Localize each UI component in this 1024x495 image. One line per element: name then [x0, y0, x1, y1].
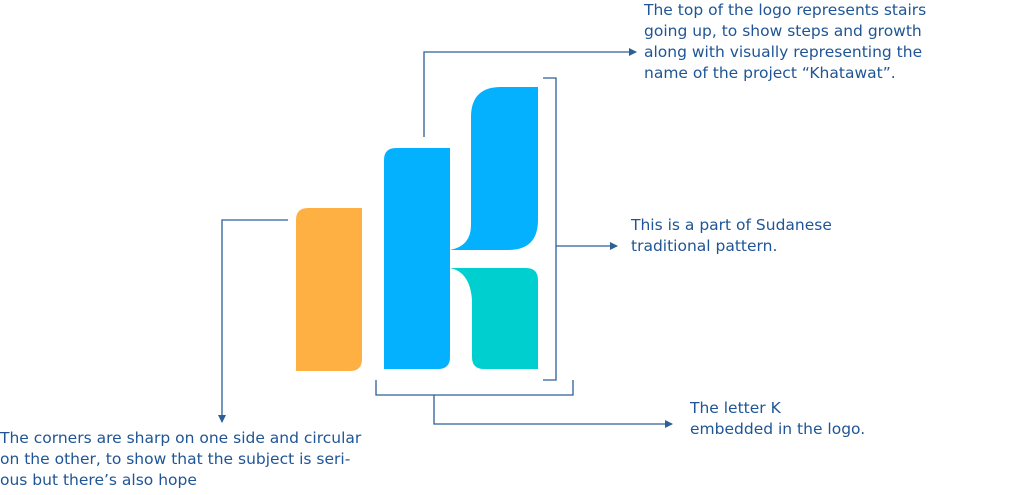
letter-bracket [375, 380, 574, 396]
blue-step [450, 87, 538, 250]
stairs-connector [423, 48, 637, 137]
orange-bar [296, 208, 362, 371]
text-line: along with visually representing the [644, 43, 923, 61]
text-line: This is a part of Sudanese [631, 216, 832, 234]
blue-bar [384, 148, 450, 369]
text-line: ous but there’s also hope [0, 471, 197, 489]
text-line: The letter K [690, 399, 781, 417]
letter-connector [433, 395, 673, 428]
letter-k-annotation: The letter K embedded in the logo. [690, 398, 865, 440]
text-line: name of the project “Khatawat”. [644, 64, 896, 82]
text-line: going up, to show steps and growth [644, 22, 922, 40]
text-line: The top of the logo represents stairs [644, 1, 927, 19]
corners-annotation: The corners are sharp on one side and ci… [0, 428, 361, 491]
text-line: embedded in the logo. [690, 420, 866, 438]
teal-block [450, 268, 538, 369]
text-line: traditional pattern. [631, 237, 778, 255]
corners-connector [218, 219, 288, 423]
text-line: The corners are sharp on one side and ci… [0, 429, 362, 447]
pattern-bracket [543, 77, 557, 381]
text-line: on the other, to show that the subject i… [0, 450, 351, 468]
stairs-annotation: The top of the logo represents stairs go… [644, 0, 926, 84]
pattern-annotation: This is a part of Sudanese traditional p… [631, 215, 832, 257]
